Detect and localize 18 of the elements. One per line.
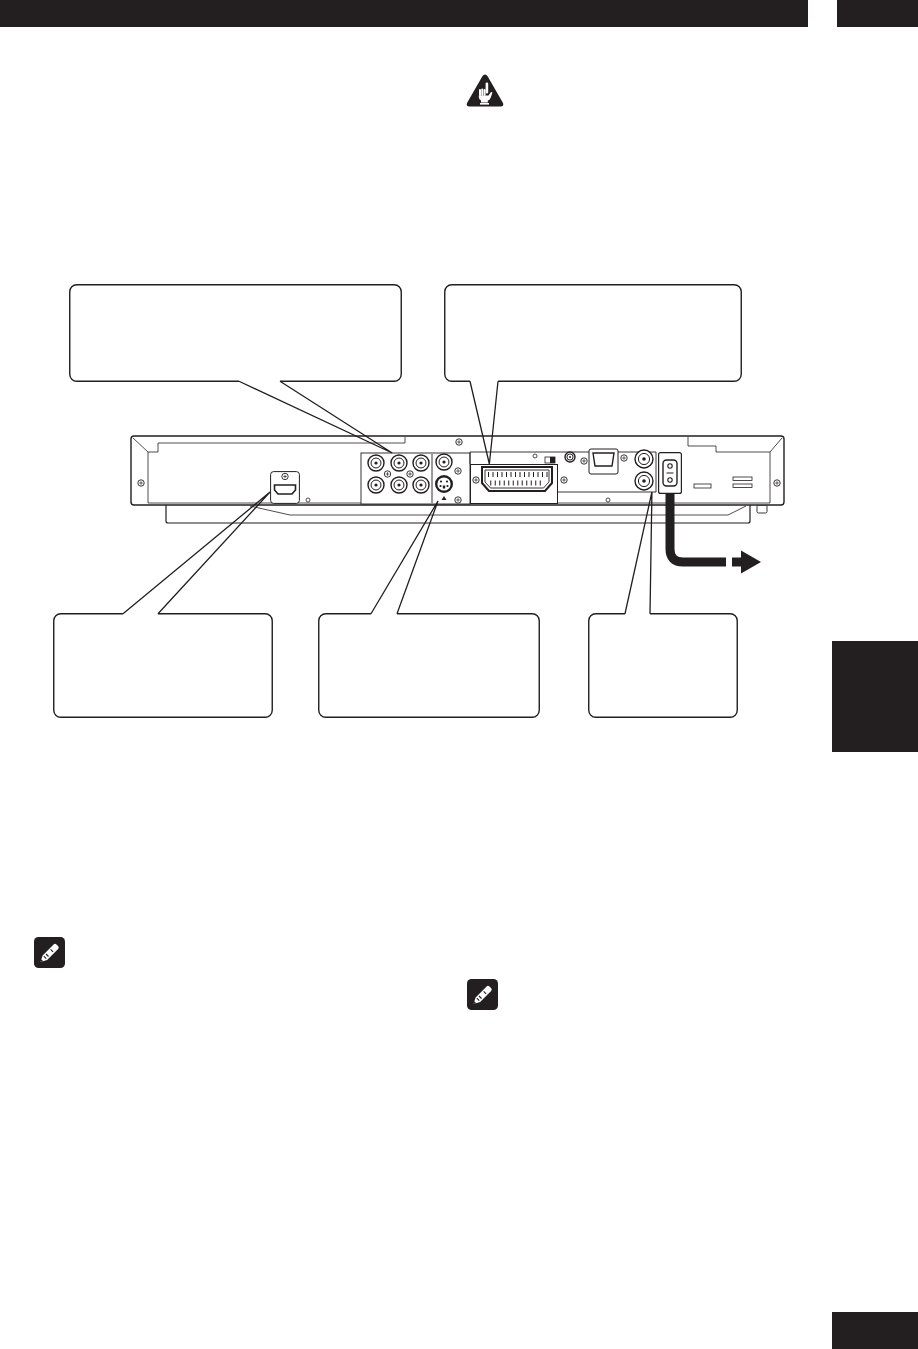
callout-box (318, 613, 540, 718)
callout-pointer (122, 491, 271, 615)
callout-box (69, 284, 402, 382)
callout-box (53, 613, 273, 718)
side-tab (832, 1312, 918, 1349)
power-inlet (658, 452, 682, 494)
hdmi-port (270, 471, 300, 504)
callout-pointer (238, 380, 393, 454)
scart-connector (470, 464, 558, 504)
side-tab (832, 641, 918, 752)
s-video-jack (434, 473, 454, 501)
callout-box (444, 284, 742, 382)
rca-jack (435, 453, 453, 471)
rca-jack-block (632, 448, 656, 492)
callout-box (588, 613, 738, 718)
callout-pointer (624, 491, 653, 615)
callout-pointer (370, 500, 439, 615)
callout-pointer (469, 380, 499, 465)
